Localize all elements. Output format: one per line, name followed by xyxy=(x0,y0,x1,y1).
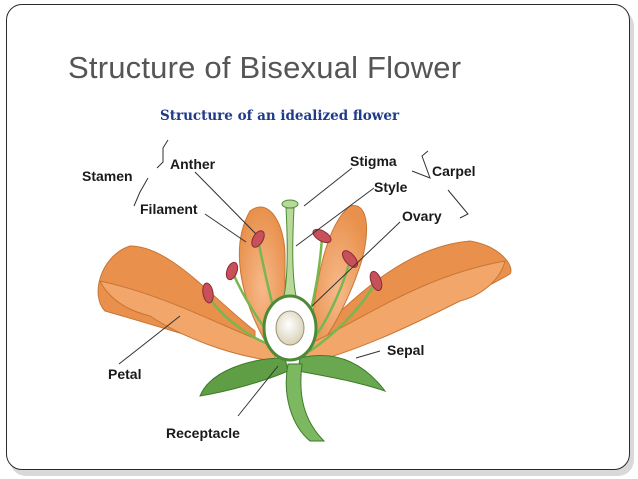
petal-front-right xyxy=(304,260,506,365)
slide-title: Structure of Bisexual Flower xyxy=(68,50,462,85)
label-receptacle: Receptacle xyxy=(166,425,240,441)
petal-top-right xyxy=(309,205,368,347)
stem xyxy=(285,363,326,442)
sepal-left xyxy=(199,357,289,397)
figure-title: Structure of an idealized flower xyxy=(160,108,400,124)
flower-diagram: Structure of an idealized flower xyxy=(60,96,530,456)
anthers xyxy=(202,228,383,304)
ovule xyxy=(275,310,305,346)
label-sepal: Sepal xyxy=(387,342,424,358)
label-petal: Petal xyxy=(108,366,141,382)
leader-lines xyxy=(118,139,469,417)
label-stigma: Stigma xyxy=(350,153,397,169)
stigma xyxy=(281,199,299,209)
label-style: Style xyxy=(374,179,408,195)
label-filament: Filament xyxy=(140,201,198,217)
flower-diagram-svg: Structure of an idealized flower xyxy=(82,108,512,442)
label-anther: Anther xyxy=(170,156,216,172)
label-carpel: Carpel xyxy=(432,163,476,179)
sepal-right xyxy=(297,355,387,392)
label-ovary: Ovary xyxy=(402,208,442,224)
petal-front-left xyxy=(99,280,276,362)
style xyxy=(283,207,297,297)
label-stamen: Stamen xyxy=(82,168,133,184)
